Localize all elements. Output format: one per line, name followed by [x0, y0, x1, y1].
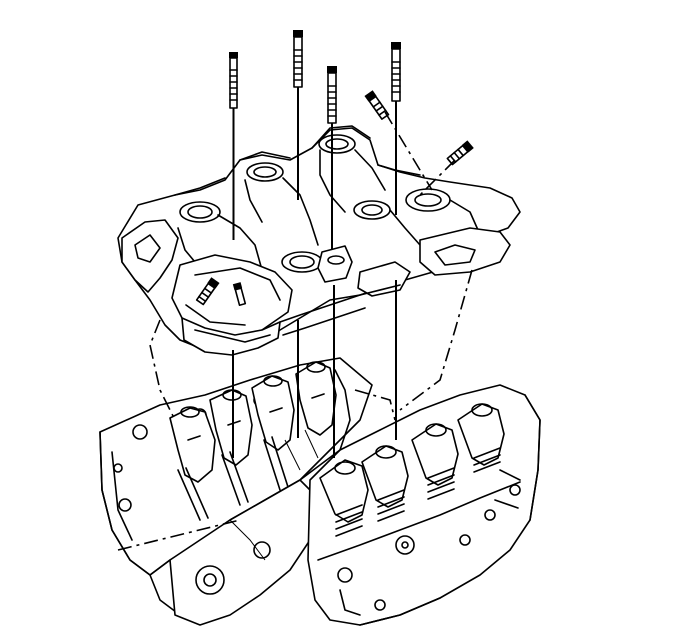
bolt-icon: [446, 140, 474, 166]
bolt-icon: [232, 282, 247, 306]
bolt-icon: [293, 30, 303, 88]
valve-spring-icon: [335, 447, 501, 537]
bolt-icon: [391, 42, 401, 102]
bolt-icon: [364, 90, 390, 120]
bolt-icon: [229, 52, 238, 109]
leader-lines: [117, 87, 473, 551]
bolt-icon: [327, 66, 337, 124]
engine-block-icon: [99, 357, 541, 626]
bolt-icon: [195, 277, 220, 306]
intake-manifold-icon: [117, 125, 521, 356]
